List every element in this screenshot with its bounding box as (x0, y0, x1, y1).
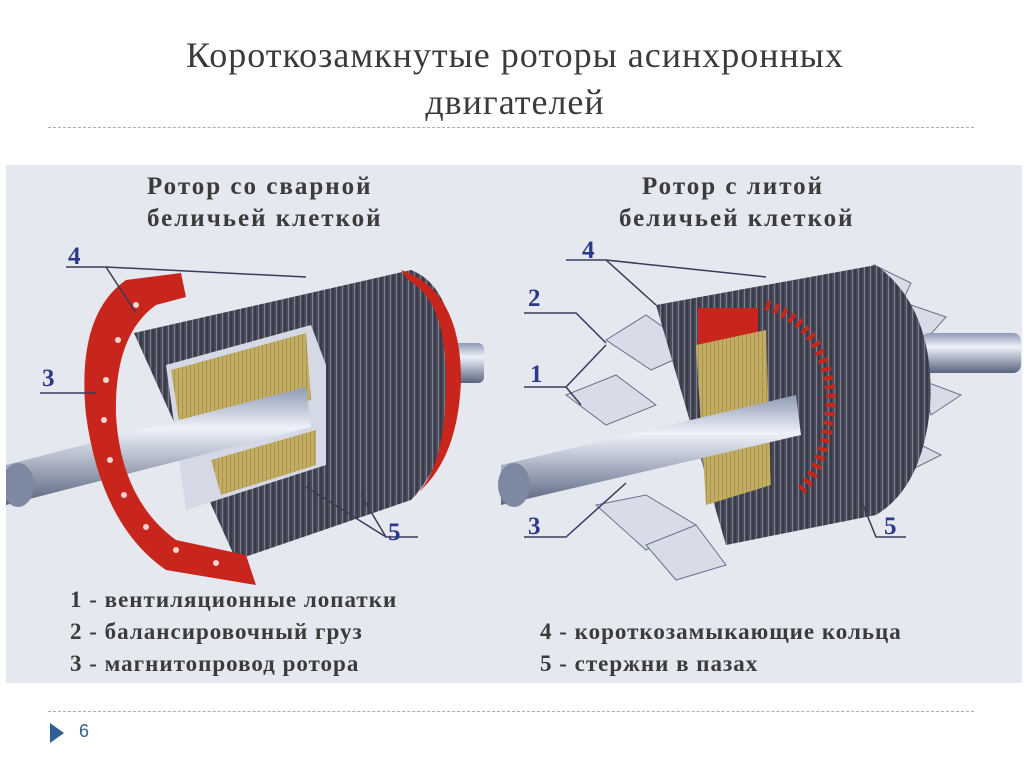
left-rotor-right-ring (401, 270, 461, 503)
legend-item-1: 1 - вентиляционные лопатки (70, 587, 398, 612)
callout-right-4: 4 (582, 237, 595, 264)
right-rotor-heading-line-2: беличьей клеткой (619, 205, 855, 232)
bottom-divider (48, 711, 974, 712)
left-rotor-steel-pack (171, 333, 311, 435)
left-leader-lines (40, 266, 418, 538)
legend-item-3: 3 - магнитопровод ротора (70, 651, 360, 676)
left-rotor-left-ring (84, 273, 256, 585)
right-rotor-shaft (501, 395, 801, 505)
right-leader-lines (524, 259, 906, 538)
callout-right-2: 2 (528, 285, 541, 312)
page-number: 6 (79, 721, 90, 741)
left-rotor-steel-pack-lower (211, 430, 316, 495)
slide-title-line-2: двигателей (425, 82, 605, 122)
callout-left-5: 5 (388, 519, 401, 546)
right-rotor-shaft-end (921, 333, 1021, 373)
callout-right-5: 5 (884, 513, 897, 540)
callout-left-3: 3 (42, 365, 55, 392)
rotor-illustration (6, 259, 1021, 585)
cast-cage-rotor (498, 259, 1021, 581)
slide-title-line-1: Короткозамкнутые роторы асинхронных (186, 35, 844, 75)
callout-left-4: 4 (68, 243, 81, 270)
play-bullet-icon (50, 723, 64, 743)
right-rotor-heading-line-1: Ротор с литой (642, 173, 825, 200)
legend-item-4: 4 - короткозамыкающие кольца (540, 619, 902, 644)
left-rotor-heading-line-1: Ротор со сварной (147, 173, 373, 200)
callout-right-3: 3 (528, 513, 541, 540)
left-rotor-shaft (6, 387, 311, 505)
legend-item-5: 5 - стержни в пазах (540, 651, 759, 676)
slide-title: Короткозамкнутые роторы асинхронных двиг… (120, 32, 910, 126)
left-ring-rivets (101, 302, 219, 566)
welded-cage-rotor (6, 266, 484, 585)
left-rotor-shaft-face (6, 463, 34, 507)
right-rotor-shaft-face (498, 463, 530, 507)
callout-right-1: 1 (530, 361, 543, 388)
top-divider (48, 127, 974, 128)
legend-item-2: 2 - балансировочный груз (70, 619, 363, 644)
rotor-figure: Ротор со сварной беличьей клеткой Ротор … (6, 165, 1022, 683)
left-rotor-heading-line-2: беличьей клеткой (147, 205, 383, 232)
